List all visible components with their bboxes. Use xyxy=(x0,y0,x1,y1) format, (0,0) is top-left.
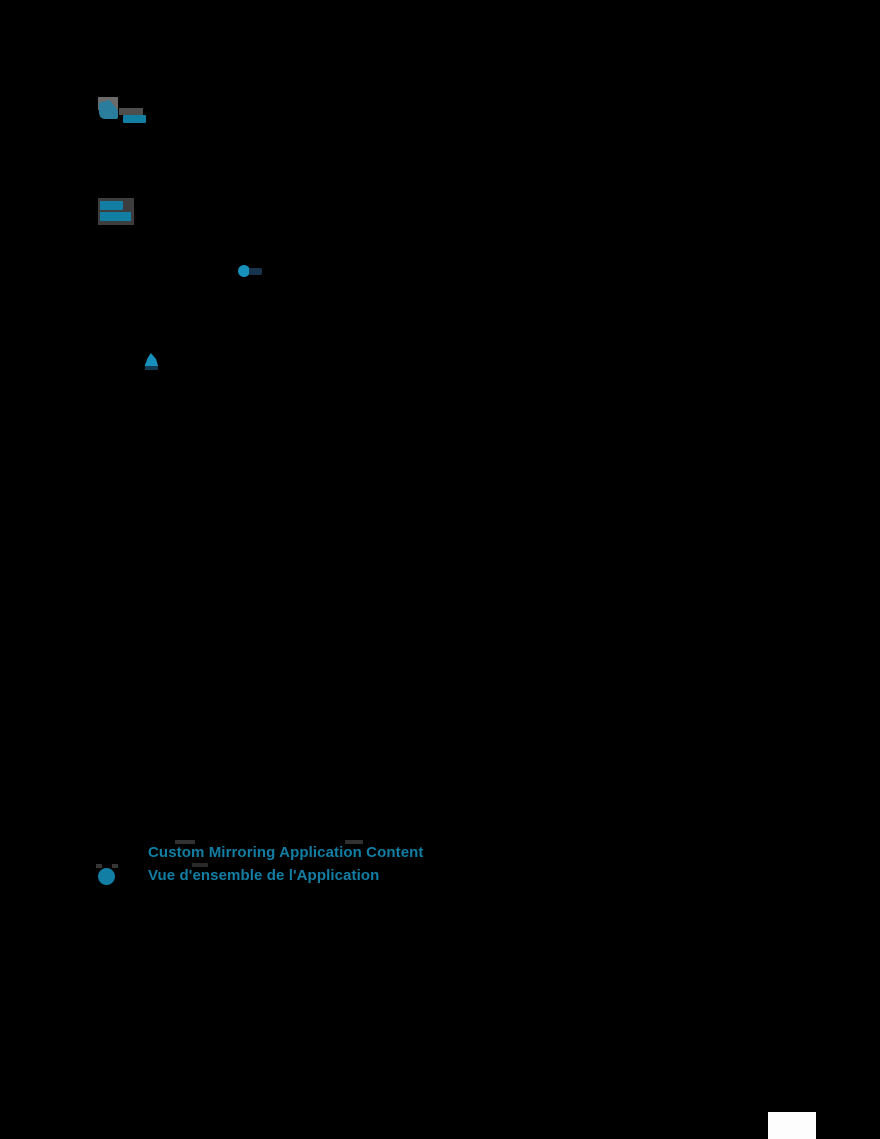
antialias-smudge xyxy=(175,840,195,844)
logo-wave-icon xyxy=(99,100,118,119)
link-bullet-icon xyxy=(98,868,115,885)
page-corner-box xyxy=(768,1112,816,1139)
heading-text-fragment-row2 xyxy=(100,212,131,221)
antialias-smudge xyxy=(112,864,118,868)
reference-link-line1[interactable]: Custom Mirroring Application Content xyxy=(148,844,424,861)
antialias-smudge xyxy=(192,863,208,867)
logo-subtext-smudge xyxy=(119,108,143,115)
logo-fragment xyxy=(97,96,157,128)
reference-link-line2[interactable]: Vue d'ensemble de l'Application xyxy=(148,867,380,884)
heading-text-fragment-row1 xyxy=(100,201,123,210)
logo-subtext-mark xyxy=(123,115,146,123)
reference-link-block: Custom Mirroring Application Content Vue… xyxy=(96,840,456,892)
antialias-smudge xyxy=(96,864,102,868)
heading-fragment xyxy=(98,198,136,226)
figure-pointer-mark-icon xyxy=(145,353,158,370)
figure-callout-dot-icon xyxy=(238,265,262,277)
antialias-smudge xyxy=(345,840,363,844)
